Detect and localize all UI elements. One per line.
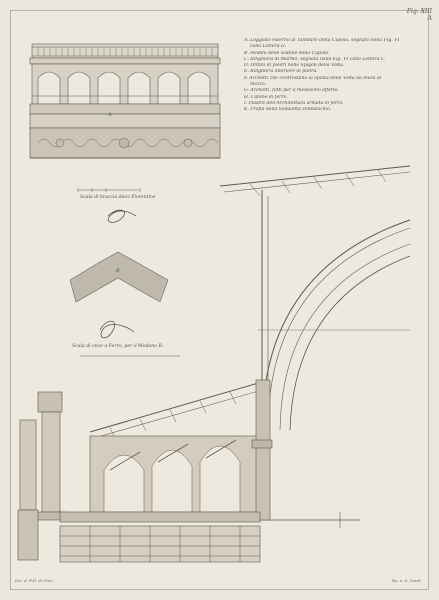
legend-item: H. Catene di ferro. — [244, 94, 288, 100]
engraver-credit-right: Ro. s. d. Cardi — [392, 578, 421, 583]
legend-item: F. Archetti che controstano la spinta de… — [244, 75, 382, 81]
scale-bar-top — [77, 188, 141, 192]
label-a: A — [108, 112, 112, 118]
plate-number-label: Fig. XIII — [406, 8, 432, 15]
nave-section — [17, 379, 273, 563]
flourish-top — [107, 209, 137, 223]
legend-item: colla Lettera D. — [250, 44, 287, 50]
legend-item: C. Ringhiera di Marmo, segnata nella Fig… — [244, 56, 386, 62]
legend-item: G. Archetti, fatti per il medesimo effet… — [244, 88, 339, 94]
engraver-credit-left: Dis. d. F.D. di Giov. — [15, 578, 54, 583]
legend-item: K. Profili della Sodaletta zimbalschio. — [244, 107, 332, 113]
plate-number: Fig. XIII A — [406, 8, 432, 22]
legend: A. Loggiato esterno al Tamburo della Cup… — [244, 38, 422, 114]
legend-item: mezzo. — [250, 82, 267, 88]
legend-item: D. Ordini di piedri nelle Spigoli della … — [244, 63, 345, 69]
legend-item: I. Piastre dell'Architettura armata di f… — [244, 100, 344, 106]
flourish-bottom — [99, 320, 135, 339]
plate-number-sub: A — [427, 15, 432, 22]
caption-scale-top: Scala di braccia dieci Fiorentine — [80, 195, 156, 200]
caption-scale-bottom: Scala di once a Ferro, per il Modano B. — [72, 344, 164, 349]
legend-item: E. Ringhiera interiore di pietra. — [244, 69, 318, 75]
loggia-elevation — [29, 43, 221, 159]
profile-b — [69, 251, 169, 303]
legend-item: A. Loggiato esterno al Tamburo della Cup… — [244, 38, 400, 43]
label-b: B — [116, 268, 120, 274]
legend-item: B. Modini delle scatole della Cupola. — [244, 50, 330, 56]
